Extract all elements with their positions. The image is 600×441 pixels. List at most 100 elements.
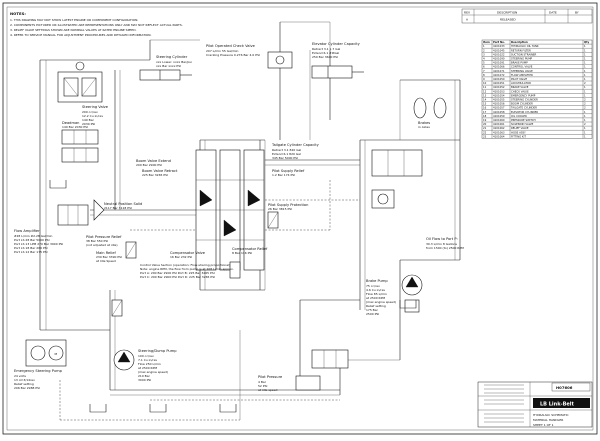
parts-table-cell: 4101053	[493, 89, 505, 93]
parts-table-cell: ELEVATOR CYLINDER	[511, 110, 538, 114]
label-compensator-valve-0: Compensator Valve	[170, 251, 206, 255]
parts-table-cell: 1	[584, 114, 586, 118]
label-boom-retract-0: Boom Valve Retract	[142, 169, 178, 173]
parts-table-cell: 4101062	[493, 126, 505, 130]
parts-table-cell: 2	[584, 106, 586, 110]
label-pilot-pressure-relief-1: 38 Bar 550 PSI	[86, 239, 108, 243]
relief-valve-symbols	[111, 211, 279, 317]
rev-header-by: BY	[575, 11, 579, 15]
label-oil-flow-0: Oil Flow to Port P:	[426, 237, 458, 241]
pilot-pressure-valve-symbol	[295, 349, 349, 391]
parts-table-cell: 20	[483, 122, 487, 126]
label-tailgate-0: Tailgate Cylinder Capacity	[271, 143, 320, 147]
label-tailgate-3: 345 Bar 5000 PSI	[272, 156, 298, 160]
label-neutral-1: 2117 Bar 3118 PSI	[104, 206, 132, 210]
label-deadman-1: 140 Bar 2030 PSI	[62, 125, 88, 129]
parts-table-cell: 23	[483, 134, 487, 138]
sheet-number: SHEET 1 OF 1	[533, 423, 554, 427]
drawing-title-2: MATERIAL HANDLER	[533, 418, 563, 422]
label-elevator-0: Elevator Cylinder Capacity	[312, 42, 361, 46]
parts-table-cell: 11	[483, 85, 487, 89]
parts-table-header-cell: Description	[511, 40, 528, 44]
label-flow-amp-2: Port LS 28 Bar 5000 PSI	[14, 238, 50, 242]
label-steering-valve-2: 12.2 Cu in/rev	[82, 114, 103, 118]
label-brakes-0: Brakes	[418, 121, 430, 125]
parts-table-cell: 4101022	[493, 52, 505, 56]
label-boom-extend-1: 200 Bar 2900 PSI	[136, 163, 162, 167]
label-pilot-pressure-relief-2: (not adjusted at idle)	[86, 243, 118, 247]
parts-table-cell: STEERING CYLINDER	[511, 98, 538, 102]
label-brakes-1: in Axles	[418, 125, 430, 129]
parts-table-cell: 4101055	[493, 98, 505, 102]
label-steering-valve-1: 200 cc/rev	[82, 110, 98, 114]
label-steering-valve-3: 140 Bar	[82, 118, 95, 122]
label-pilot-protection-1: 26 Bar 3815 PSI	[268, 207, 292, 211]
parts-table-cell: 1	[584, 130, 586, 134]
label-main-relief-2: at Idle Speed	[96, 259, 116, 263]
rev-header-rev: REV	[464, 11, 471, 15]
note-line-2: 2. COMPONENTS PICTURED OR ILLUSTRATED AR…	[10, 23, 183, 27]
label-boom-retract-1: 225 Bar 3265 PSI	[142, 173, 168, 177]
label-flow-amp-5: Port LS 12 Bar 175 PSI	[14, 250, 48, 254]
sheet-border	[2, 2, 598, 435]
parts-table-cell: 1	[584, 110, 586, 114]
parts-table-cell: 1	[584, 126, 586, 130]
parts-table-cell: 1	[483, 44, 485, 48]
label-elevator-2: Extend 6.1 ##Gal	[312, 51, 339, 55]
parts-table-cell: 4	[483, 57, 485, 61]
label-emergency-pump-4: 206 Bar 2988 PSI	[14, 386, 40, 390]
label-oil-flow-1: 30.3 L/min 8 Gallons	[426, 242, 457, 246]
label-brake-pump-3: Flow 85 L/min	[366, 292, 387, 296]
label-steering-cylinder-0: Steering Cylinder	[156, 55, 188, 59]
parts-table-cell: 21	[483, 126, 487, 130]
deadman-valve-symbol	[61, 129, 99, 163]
label-emergency-pump-1: 24 volts	[14, 374, 26, 378]
label-flow-amp-0: Flow Amplifier	[14, 229, 40, 233]
parts-table-cell: 1	[584, 65, 586, 69]
parts-table-cell: 4101060	[493, 118, 505, 122]
parts-table-cell: 12	[483, 89, 487, 93]
parts-table-cell: STEERING VALVE	[511, 69, 533, 73]
parts-table-cell: 17	[483, 110, 487, 114]
label-brake-pump-4: at 2500 RPM	[366, 296, 385, 300]
label-pilot-pressure-relief-0: Pilot Pressure Relief	[86, 235, 122, 239]
parts-table-cell: 1	[584, 61, 586, 65]
parts-table-cell: 6	[483, 65, 485, 69]
drawing-number: H07606	[556, 385, 573, 390]
parts-table-cell: 3	[483, 52, 485, 56]
flow-amplifier-symbol	[57, 199, 105, 226]
label-pilot-pressure-bottom-0: Pilot Pressure	[258, 375, 283, 379]
parts-table-cell: 1	[584, 134, 586, 138]
parts-table-cell: 4101054	[493, 93, 505, 97]
parts-table-cell: STEERING PUMP	[511, 57, 533, 61]
label-compensator-valve-1: 16 Bar 232 PSI	[170, 255, 192, 259]
rev-row-desc: RELEASED	[500, 18, 516, 22]
label-oil-flow-2: from 1500 (to) 2500 RPM	[426, 246, 464, 250]
label-steering-pump-5: (max engine speed)	[138, 370, 168, 374]
label-steering-pump-4: at 2500 RPM	[138, 366, 157, 370]
steering-valve-symbol	[57, 61, 103, 103]
parts-table-cell: 18	[483, 114, 487, 118]
label-steering-pump-6: 210 Bar	[138, 374, 151, 378]
parts-table-header-cell: Item	[483, 40, 490, 44]
parts-table-cell: 8	[483, 73, 485, 77]
label-brake-pump-7: 175 Bar	[366, 308, 379, 312]
label-brake-pump-0: Brake Pump	[366, 279, 388, 283]
label-steering-pump-3: Flow 250 L/min	[138, 362, 161, 366]
label-elevator-1: Retract 3.1 1.7 Gal	[312, 47, 340, 51]
parts-table-cell: PILOT VALVE	[511, 77, 527, 81]
parts-table-cell: RELIEF VALVE	[511, 126, 529, 130]
parts-table-cell: 1	[584, 48, 586, 52]
parts-table-cell: 1	[584, 89, 586, 93]
label-steering-pump-7: 3000 PSI	[138, 378, 151, 382]
brake-pump-symbol	[401, 274, 423, 313]
label-elevator-3: 250 Bar 3600 PSI	[312, 55, 338, 59]
brake-valve-symbol	[371, 149, 423, 209]
label-brake-pump-2: 4.6 Cu in/rev	[366, 288, 385, 292]
parts-table-cell: EMERGENCY PUMP	[511, 93, 536, 97]
label-flow-amp-3: Port LS 13 LPM 270 Bar 3900 PSI	[14, 242, 63, 246]
parts-table-cell: 4101061	[493, 122, 505, 126]
label-main-relief-1: 230 Bar 3390 PSI	[96, 255, 122, 259]
